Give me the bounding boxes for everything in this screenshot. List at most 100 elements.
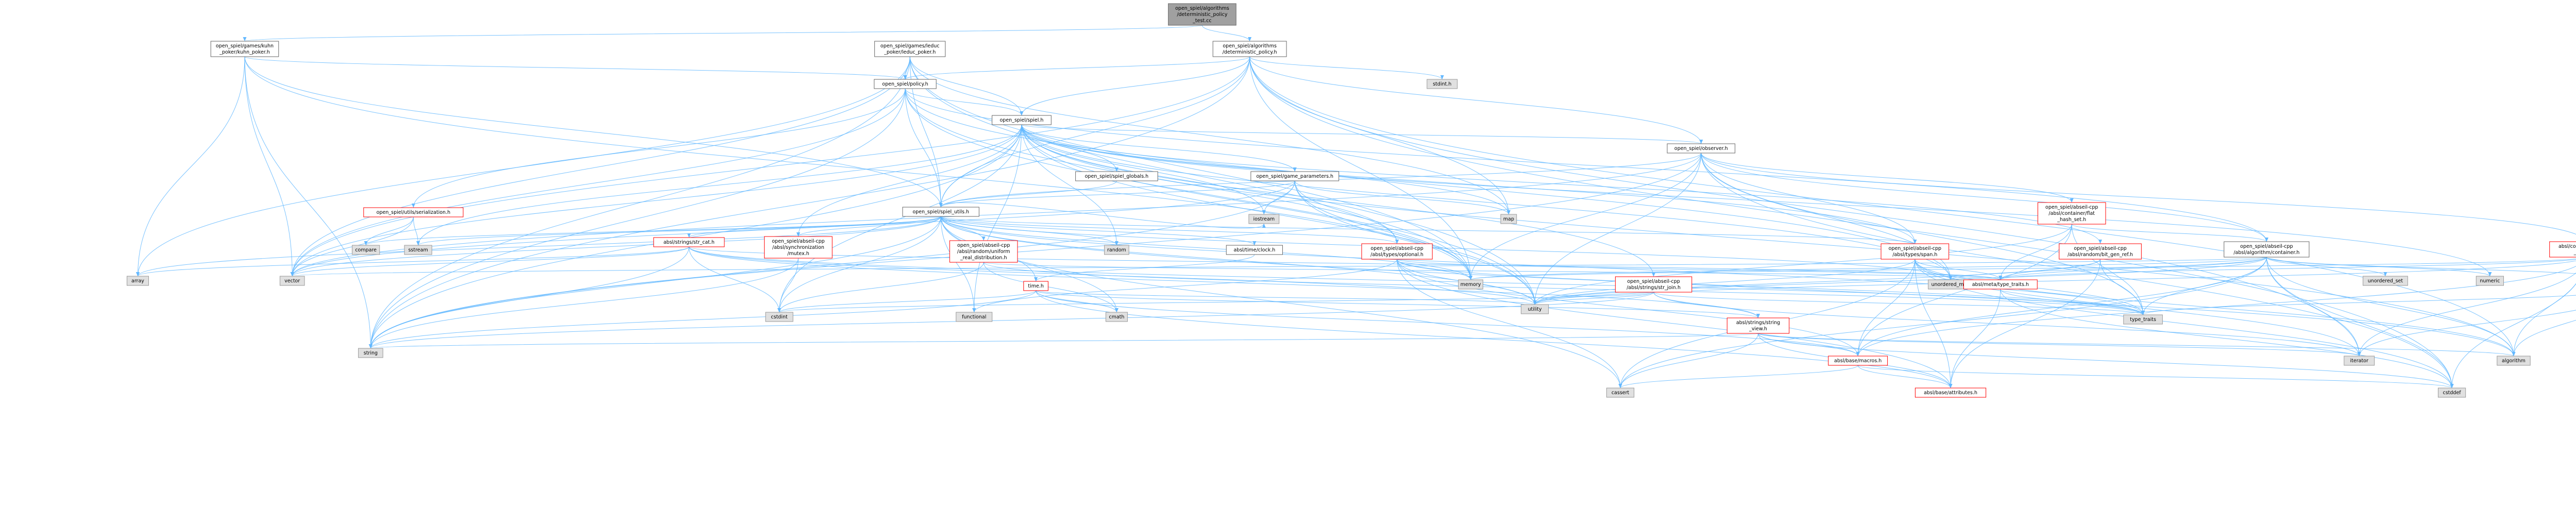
- node-box-functional: [956, 312, 993, 322]
- node-label-iterator-line-0: iterator: [2350, 358, 2368, 364]
- node-box-cassert: [1606, 387, 1635, 398]
- node-optional[interactable]: open_spiel/abseil-cpp/absl/types/optiona…: [1361, 243, 1433, 260]
- node-strjoin[interactable]: open_spiel/abseil-cpp/absl/strings/str_j…: [1615, 276, 1692, 293]
- node-cassert: cassert: [1606, 387, 1635, 398]
- node-label-stdint-line-0: stdint.h: [1433, 81, 1451, 87]
- node-spielglobals[interactable]: open_spiel/spiel_globals.h: [1075, 171, 1158, 181]
- node-metatypetraits[interactable]: absl/meta/type_traits.h: [1963, 279, 2038, 290]
- node-box-numeric: [2476, 276, 2504, 286]
- node-vector: vector: [279, 276, 305, 286]
- edge-spielutils-to-string: [370, 216, 941, 349]
- node-leduc[interactable]: open_spiel/games/leduc_poker/leduc_poker…: [874, 41, 946, 57]
- node-label-kuhn-line-1: _poker/kuhn_poker.h: [219, 49, 270, 55]
- edge-leduc-to-vector: [292, 56, 910, 277]
- node-label-cmath-line-0: cmath: [1109, 314, 1124, 320]
- node-functional: functional: [956, 312, 993, 322]
- node-label-attributes-line-0: absl/base/attributes.h: [1924, 390, 1977, 396]
- node-label-utility-line-0: utility: [1528, 307, 1542, 312]
- edge-observer-to-utility: [1534, 153, 1702, 305]
- node-label-algorithm-line-0: algorithm: [2502, 358, 2526, 364]
- node-label-metatypetraits-line-0: absl/meta/type_traits.h: [1972, 282, 2029, 288]
- node-numeric: numeric: [2476, 276, 2504, 286]
- node-label-gameparams-line-0: open_spiel/game_parameters.h: [1256, 174, 1333, 179]
- node-spiel[interactable]: open_spiel/spiel.h: [992, 115, 1052, 125]
- node-label-cstddef-line-0: cstddef: [2443, 390, 2461, 396]
- node-box-map: [1500, 214, 1517, 224]
- edge-arrowhead-spielutils-to-uniform: [981, 237, 986, 241]
- node-box-iterator: [2344, 356, 2375, 366]
- edge-flathashset-to-utility: [1534, 224, 2072, 305]
- node-flathashset[interactable]: open_spiel/abseil-cpp/absl/container/fla…: [2037, 202, 2106, 225]
- edge-gameparams-to-vector: [292, 180, 1295, 277]
- node-label-iostream-line-0: iostream: [1253, 216, 1275, 222]
- node-box-span: [1880, 243, 1950, 260]
- node-box-random: [1104, 245, 1129, 255]
- edge-arrowhead-algocontainer-to-unorderedset: [2383, 272, 2387, 276]
- node-gameparams[interactable]: open_spiel/game_parameters.h: [1250, 171, 1340, 181]
- node-algocontainer[interactable]: open_spiel/abseil-cpp/absl/algorithm/con…: [2224, 241, 2310, 258]
- edge-strcat-to-typetraits: [688, 246, 2144, 315]
- node-box-inlinedvector: [2549, 241, 2576, 258]
- edge-spiel-to-bitgen: [1021, 124, 2101, 244]
- edge-inlinedvector-to-memory: [1470, 258, 2576, 280]
- edge-time-to-basemacros: [1036, 290, 1858, 357]
- edge-policy-to-string: [370, 88, 906, 349]
- node-algorithm: algorithm: [2497, 356, 2531, 366]
- node-cstddef: cstddef: [2437, 387, 2466, 398]
- node-box-utility: [1520, 304, 1549, 314]
- node-span[interactable]: open_spiel/abseil-cpp/absl/types/span.h: [1880, 243, 1950, 260]
- node-strcat[interactable]: absl/strings/str_cat.h: [653, 237, 725, 247]
- edge-policy-to-spielutils: [905, 88, 941, 208]
- edge-absalgorithm-to-iterator: [2359, 310, 2576, 357]
- edge-arrowhead-strjoin-to-stringview: [1756, 314, 1760, 318]
- node-unorderedset: unordered_set: [2363, 276, 2408, 286]
- node-label-stringview-line-1: _view.h: [1749, 326, 1767, 332]
- node-box-time: [1023, 281, 1048, 291]
- node-kuhn[interactable]: open_spiel/games/kuhn_poker/kuhn_poker.h: [210, 41, 279, 57]
- node-observer[interactable]: open_spiel/observer.h: [1667, 143, 1736, 154]
- node-inlinedvector[interactable]: absl/container/inlined_vector.h: [2549, 241, 2576, 258]
- edge-arrowhead-observer-to-flathashset: [2070, 198, 2074, 203]
- edge-basemacros-to-attributes: [1857, 365, 1951, 389]
- node-time[interactable]: time.h: [1023, 281, 1048, 291]
- node-uniform[interactable]: open_spiel/abseil-cpp/absl/random/unifor…: [949, 240, 1018, 263]
- node-serialization[interactable]: open_spiel/utils/serialization.h: [363, 207, 464, 217]
- node-label-cassert-line-0: cassert: [1612, 390, 1630, 396]
- edge-optional-to-cassert: [1397, 259, 1621, 389]
- edge-span-to-utility: [1534, 259, 1916, 305]
- node-bitgen[interactable]: open_spiel/abseil-cpp/absl/random/bit_ge…: [2059, 243, 2142, 260]
- node-basemacros[interactable]: absl/base/macros.h: [1828, 356, 1888, 366]
- edge-arrowhead-algocontainer-to-numeric: [2488, 272, 2492, 276]
- node-label-time-line-0: time.h: [1028, 283, 1044, 289]
- edge-detpol-to-observer: [1249, 56, 1702, 144]
- edge-leduc-to-utility: [909, 56, 1535, 305]
- node-stringview[interactable]: absl/strings/string_view.h: [1726, 317, 1790, 334]
- edge-absalgorithm-to-typetraits: [2143, 295, 2576, 315]
- node-policy[interactable]: open_spiel/policy.h: [874, 79, 937, 89]
- edge-leduc-to-spiel: [909, 56, 1022, 116]
- edge-strjoin-to-iterator: [1653, 292, 2360, 357]
- edge-optional-to-functional: [974, 259, 1398, 313]
- edge-bitgen-to-typetraits: [2100, 259, 2144, 315]
- edge-algocontainer-to-iterator: [2266, 257, 2360, 357]
- edge-stringview-to-string: [370, 333, 1759, 349]
- edge-spielutils-to-algorithm: [940, 216, 2514, 357]
- edge-leduc-to-map: [909, 56, 1509, 215]
- node-box-cstddef: [2437, 387, 2466, 398]
- node-spielutils[interactable]: open_spiel/spiel_utils.h: [902, 207, 979, 217]
- node-mutex[interactable]: open_spiel/abseil-cpp/absl/synchronizati…: [764, 236, 833, 259]
- edge-serialization-to-sstream: [413, 216, 419, 246]
- node-label-string-line-0: string: [364, 350, 378, 356]
- edge-algocontainer-to-cstddef: [2266, 257, 2452, 389]
- node-attributes[interactable]: absl/base/attributes.h: [1914, 387, 1987, 398]
- edge-kuhn-to-memory: [244, 56, 1471, 280]
- node-label-map-line-0: map: [1503, 216, 1514, 222]
- node-clock[interactable]: absl/time/clock.h: [1226, 245, 1283, 255]
- edge-span-to-metatypetraits: [1914, 259, 2001, 280]
- edge-arrowhead-policy-to-spiel: [1020, 111, 1024, 115]
- edge-arrowhead-spiel-to-observer: [1699, 140, 1703, 144]
- node-stdint: stdint.h: [1427, 79, 1458, 89]
- node-detpol[interactable]: open_spiel/algorithms/deterministic_poli…: [1212, 41, 1287, 57]
- node-box-root: [1168, 3, 1236, 26]
- edge-kuhn-to-string: [244, 56, 371, 349]
